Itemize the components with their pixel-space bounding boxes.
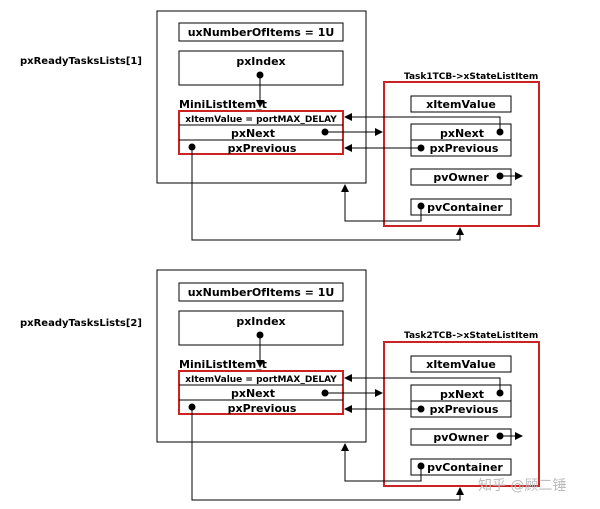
mini-next-text: pxNext <box>231 387 275 400</box>
item-next-text: pxNext <box>440 127 484 140</box>
item-value-field <box>410 355 512 373</box>
item-owner-text: pvOwner <box>433 171 489 184</box>
list-label: pxReadyTasksLists[2] <box>20 318 142 329</box>
item-owner-field <box>410 168 512 186</box>
mini-prev-text: pxPrevious <box>228 142 297 155</box>
index-field <box>178 310 344 346</box>
mini-prev-text: pxPrevious <box>228 402 297 415</box>
list-container-box <box>156 10 367 184</box>
num-items-text: uxNumberOfItems = 1U <box>188 286 335 299</box>
index-text: pxIndex <box>236 55 285 68</box>
container-to-list-arrow <box>341 184 422 222</box>
num-items-field <box>178 22 344 42</box>
mini-prev-to-item-arrow <box>191 147 464 241</box>
container-to-list-arrow <box>341 443 422 482</box>
item-value-field <box>410 95 512 113</box>
item-next-to-mini-arrow <box>344 113 501 132</box>
item-prev-text: pxPrevious <box>430 403 499 416</box>
panel-1: pxReadyTasksLists[1] uxNumberOfItems = 1… <box>20 10 540 241</box>
item-next-text: pxNext <box>440 388 484 401</box>
list-container-box <box>156 269 367 443</box>
mini-value-text: xItemValue = portMAX_DELAY <box>185 115 337 125</box>
item-value-text: xItemValue <box>426 98 496 111</box>
minilist-label: MiniListItem_t <box>179 98 267 111</box>
item-owner-field <box>410 428 512 446</box>
item-prev-text: pxPrevious <box>430 142 499 155</box>
item-container-text: pvContainer <box>427 461 503 474</box>
mini-next-text: pxNext <box>231 127 275 140</box>
num-items-field <box>178 282 344 302</box>
task-item-box <box>383 341 540 487</box>
mini-prev-to-item-arrow <box>191 407 464 501</box>
task-label: Task2TCB->xStateListItem <box>404 331 538 341</box>
item-container-field <box>410 198 512 216</box>
item-next-to-mini-arrow <box>344 374 501 393</box>
item-owner-text: pvOwner <box>433 431 489 444</box>
task-label: Task1TCB->xStateListItem <box>404 72 538 82</box>
item-value-text: xItemValue <box>426 358 496 371</box>
watermark: 知乎 @顾二锤 <box>478 477 566 494</box>
minilist-label: MiniListItem_t <box>179 358 267 371</box>
index-field <box>178 50 344 86</box>
num-items-text: uxNumberOfItems = 1U <box>188 26 335 39</box>
task-item-box <box>383 81 540 227</box>
list-label: pxReadyTasksLists[1] <box>20 56 142 67</box>
index-text: pxIndex <box>236 315 285 328</box>
mini-value-text: xItemValue = portMAX_DELAY <box>185 375 337 385</box>
item-container-text: pvContainer <box>427 201 503 214</box>
panel-2: pxReadyTasksLists[2] uxNumberOfItems = 1… <box>20 269 540 501</box>
item-container-field <box>410 458 512 476</box>
